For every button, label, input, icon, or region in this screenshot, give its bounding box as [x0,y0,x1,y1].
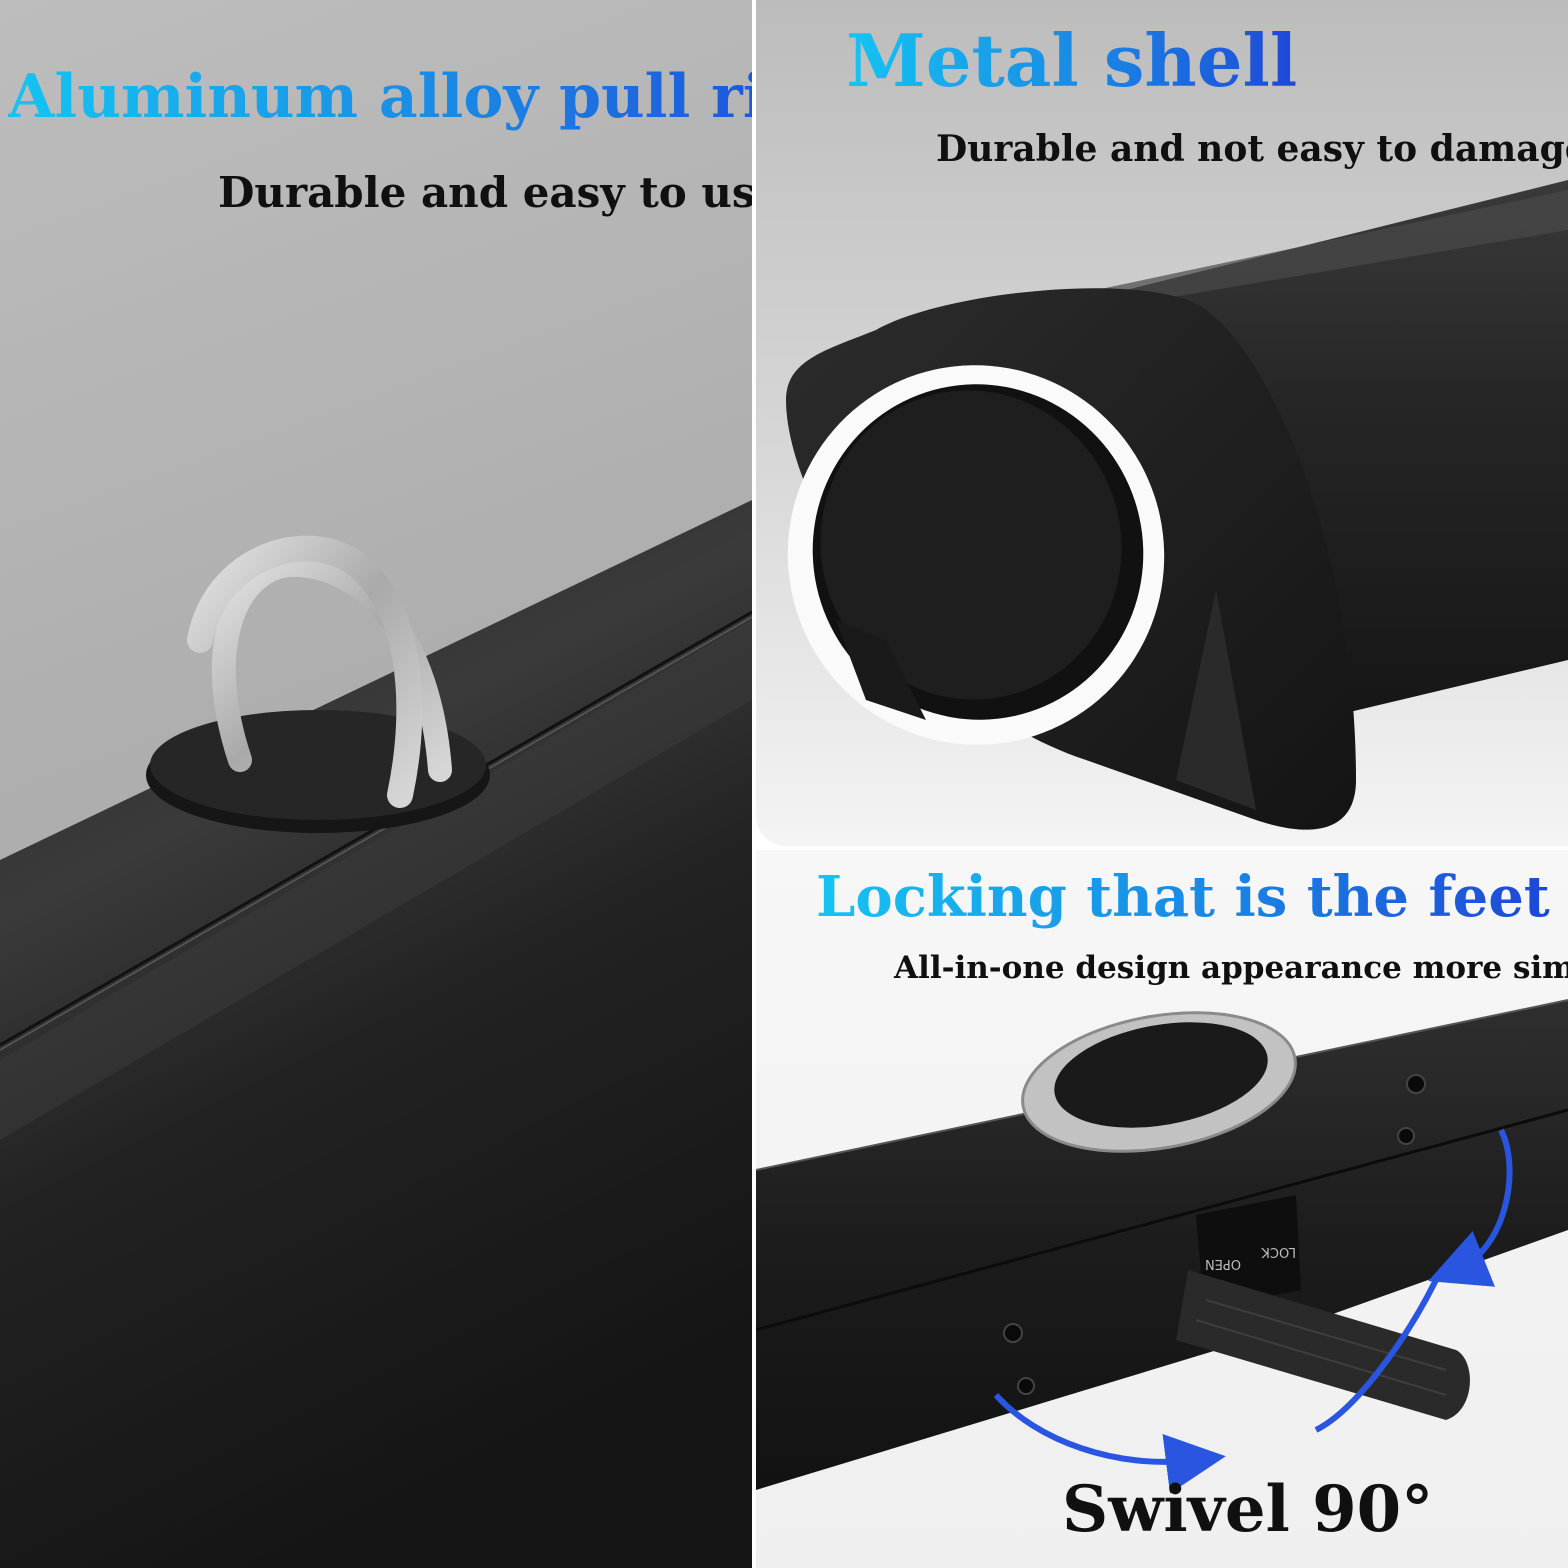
metal-shell-photo [786,180,1568,830]
pull-ring-subtitle: Durable and easy to use [218,168,752,217]
rotation-arrow-icon [993,1128,1513,1494]
screws [1003,1074,1426,1395]
metal-shell-subtitle: Durable and not easy to damage [936,128,1568,170]
panel-pull-ring: Aluminum alloy pull ring Durable and eas… [0,0,752,1568]
lock-label-open: OPEN [1205,1256,1241,1271]
panel-metal-shell: Metal shell Durable and not easy to dama… [756,0,1568,846]
end-cap [786,288,1356,830]
panel-locking-feet: OPEN LOCK Locking that is the feet All-i… [756,850,1568,1568]
pull-ring-photo [0,500,752,1568]
pull-ring-title: Aluminum alloy pull ring [8,62,752,132]
metal-shell-title: Metal shell [846,18,1298,103]
locking-feet-photo: OPEN LOCK [756,999,1568,1494]
lock-slot [1196,1195,1301,1308]
swivel-foot [1176,1270,1470,1420]
pull-ring-icon [146,535,490,833]
swivel-caption: Swivel 90° [1062,1472,1434,1547]
locking-feet-title: Locking that is the feet [816,864,1550,930]
pull-ring-icon [1021,1011,1297,1153]
locking-feet-subtitle: All-in-one design appearance more simple [894,950,1568,986]
lock-label-lock: LOCK [1261,1244,1296,1259]
feet-tube [756,1000,1568,1490]
